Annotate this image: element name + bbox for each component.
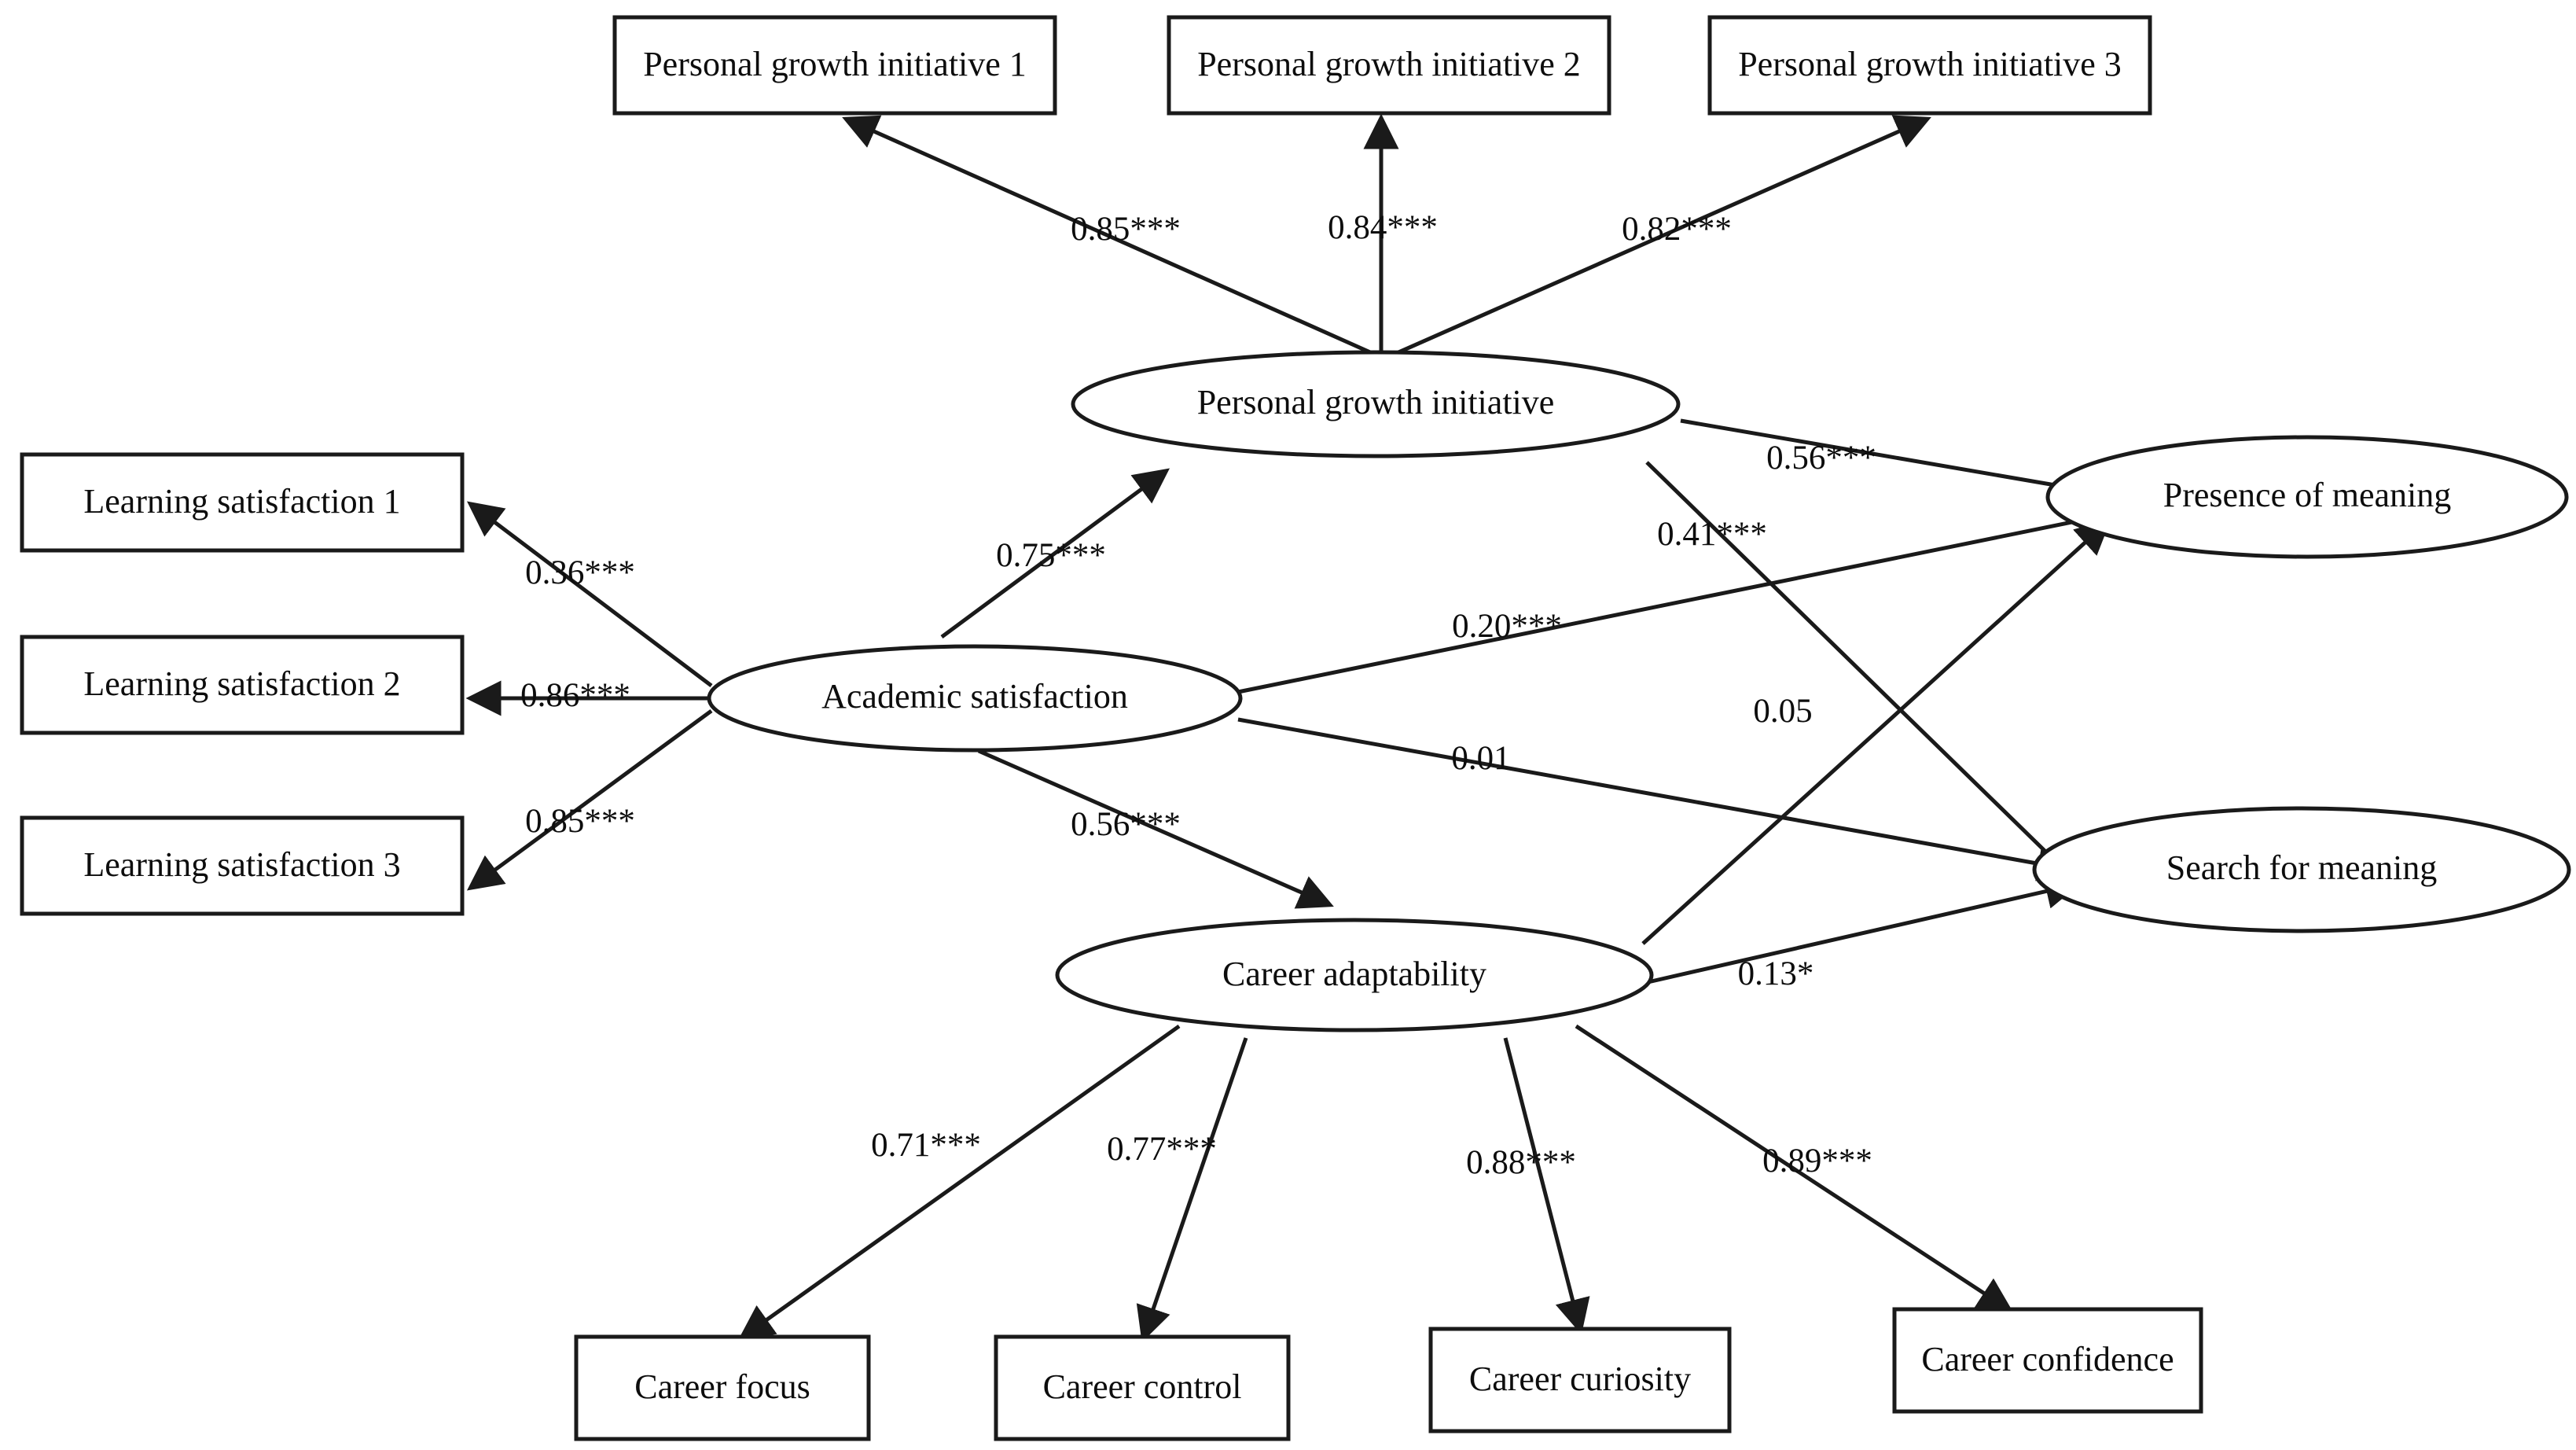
- path-as-to-career: [977, 749, 1334, 909]
- path-career-to-control: [1136, 1037, 1248, 1343]
- coef-as-to-ls1: 0.36***: [525, 554, 635, 591]
- box-career-control-label: Career control: [1043, 1367, 1242, 1406]
- box-pgi-2-label: Personal growth initiative 2: [1197, 45, 1581, 83]
- box-ls-3[interactable]: [20, 815, 465, 916]
- path-pgi-to-pgi1: [842, 115, 1379, 358]
- ellipse-search-for-meaning-label: Search for meaning: [2166, 848, 2438, 887]
- coef-pgi-to-pgi1: 0.85***: [1071, 211, 1181, 248]
- coef-career-to-presence: 0.41***: [1657, 516, 1767, 553]
- coef-as-to-career: 0.56***: [1071, 806, 1181, 843]
- coef-career-to-curiosity: 0.88***: [1466, 1144, 1576, 1181]
- coef-career-to-focus: 0.71***: [871, 1127, 981, 1164]
- coef-as-to-search: 0.01: [1451, 740, 1510, 777]
- coef-pgi-to-presence: 0.56***: [1766, 440, 1876, 477]
- box-career-control[interactable]: [994, 1334, 1291, 1441]
- box-pgi-3[interactable]: [1707, 15, 2152, 116]
- box-ls-1[interactable]: [20, 452, 465, 553]
- box-career-confidence[interactable]: [1892, 1307, 2203, 1414]
- box-ls-2[interactable]: [20, 635, 465, 735]
- coef-career-to-search: 0.13*: [1738, 955, 1814, 992]
- path-career-to-search: [1644, 874, 2082, 985]
- box-career-focus-label: Career focus: [634, 1367, 810, 1406]
- box-pgi-2[interactable]: [1167, 15, 1611, 116]
- path-as-to-presence: [1237, 503, 2113, 694]
- ellipse-personal-growth-initiative[interactable]: [1071, 350, 1681, 458]
- path-career-to-focus: [737, 1024, 1181, 1341]
- path-career-to-presence: [1641, 518, 2111, 945]
- path-as-to-ls1: [467, 501, 713, 687]
- coef-pgi-to-pgi2: 0.84***: [1328, 209, 1438, 246]
- ellipse-academic-satisfaction-label: Academic satisfaction: [821, 677, 1128, 716]
- path-as-to-search: [1237, 717, 2074, 881]
- path-career-to-confidence: [1575, 1024, 2014, 1313]
- ellipse-presence-of-meaning-label: Presence of meaning: [2163, 476, 2452, 514]
- coef-pgi-to-pgi3: 0.82***: [1622, 211, 1732, 248]
- box-ls-2-label: Learning satisfaction 2: [83, 664, 400, 703]
- path-as-to-pgi: [940, 468, 1170, 639]
- box-ls-3-label: Learning satisfaction 3: [83, 845, 400, 884]
- ellipse-career-adaptability-label: Career adaptability: [1222, 955, 1486, 993]
- box-career-curiosity-label: Career curiosity: [1469, 1360, 1691, 1398]
- ellipse-academic-satisfaction[interactable]: [707, 644, 1243, 753]
- coef-pgi-to-search: 0.05: [1753, 693, 1812, 730]
- path-as-to-ls3: [466, 708, 713, 891]
- coef-career-to-control: 0.77***: [1107, 1131, 1217, 1168]
- ellipse-presence-of-meaning[interactable]: [2045, 435, 2569, 559]
- coef-as-to-ls2: 0.86***: [520, 677, 630, 714]
- box-career-focus[interactable]: [574, 1334, 871, 1441]
- path-pgi-to-pgi3: [1390, 115, 1931, 358]
- coef-as-to-presence: 0.20***: [1452, 608, 1562, 645]
- ellipse-personal-growth-initiative-label: Personal growth initiative: [1197, 383, 1555, 421]
- path-pgi-to-presence: [1680, 418, 2121, 508]
- box-career-curiosity[interactable]: [1428, 1327, 1732, 1433]
- coef-as-to-ls3: 0.85***: [525, 803, 635, 840]
- box-pgi-3-label: Personal growth initiative 3: [1738, 45, 2122, 83]
- ellipse-career-adaptability[interactable]: [1055, 918, 1654, 1032]
- coef-as-to-pgi: 0.75***: [996, 537, 1106, 574]
- box-ls-1-label: Learning satisfaction 1: [83, 482, 400, 521]
- box-pgi-1-label: Personal growth initiative 1: [643, 45, 1027, 83]
- path-career-to-curiosity: [1503, 1037, 1590, 1335]
- box-career-confidence-label: Career confidence: [1921, 1340, 2174, 1378]
- path-pgi-to-search: [1645, 461, 2076, 881]
- ellipse-search-for-meaning[interactable]: [2032, 806, 2571, 933]
- coef-career-to-confidence: 0.89***: [1762, 1143, 1872, 1180]
- box-pgi-1[interactable]: [612, 15, 1057, 116]
